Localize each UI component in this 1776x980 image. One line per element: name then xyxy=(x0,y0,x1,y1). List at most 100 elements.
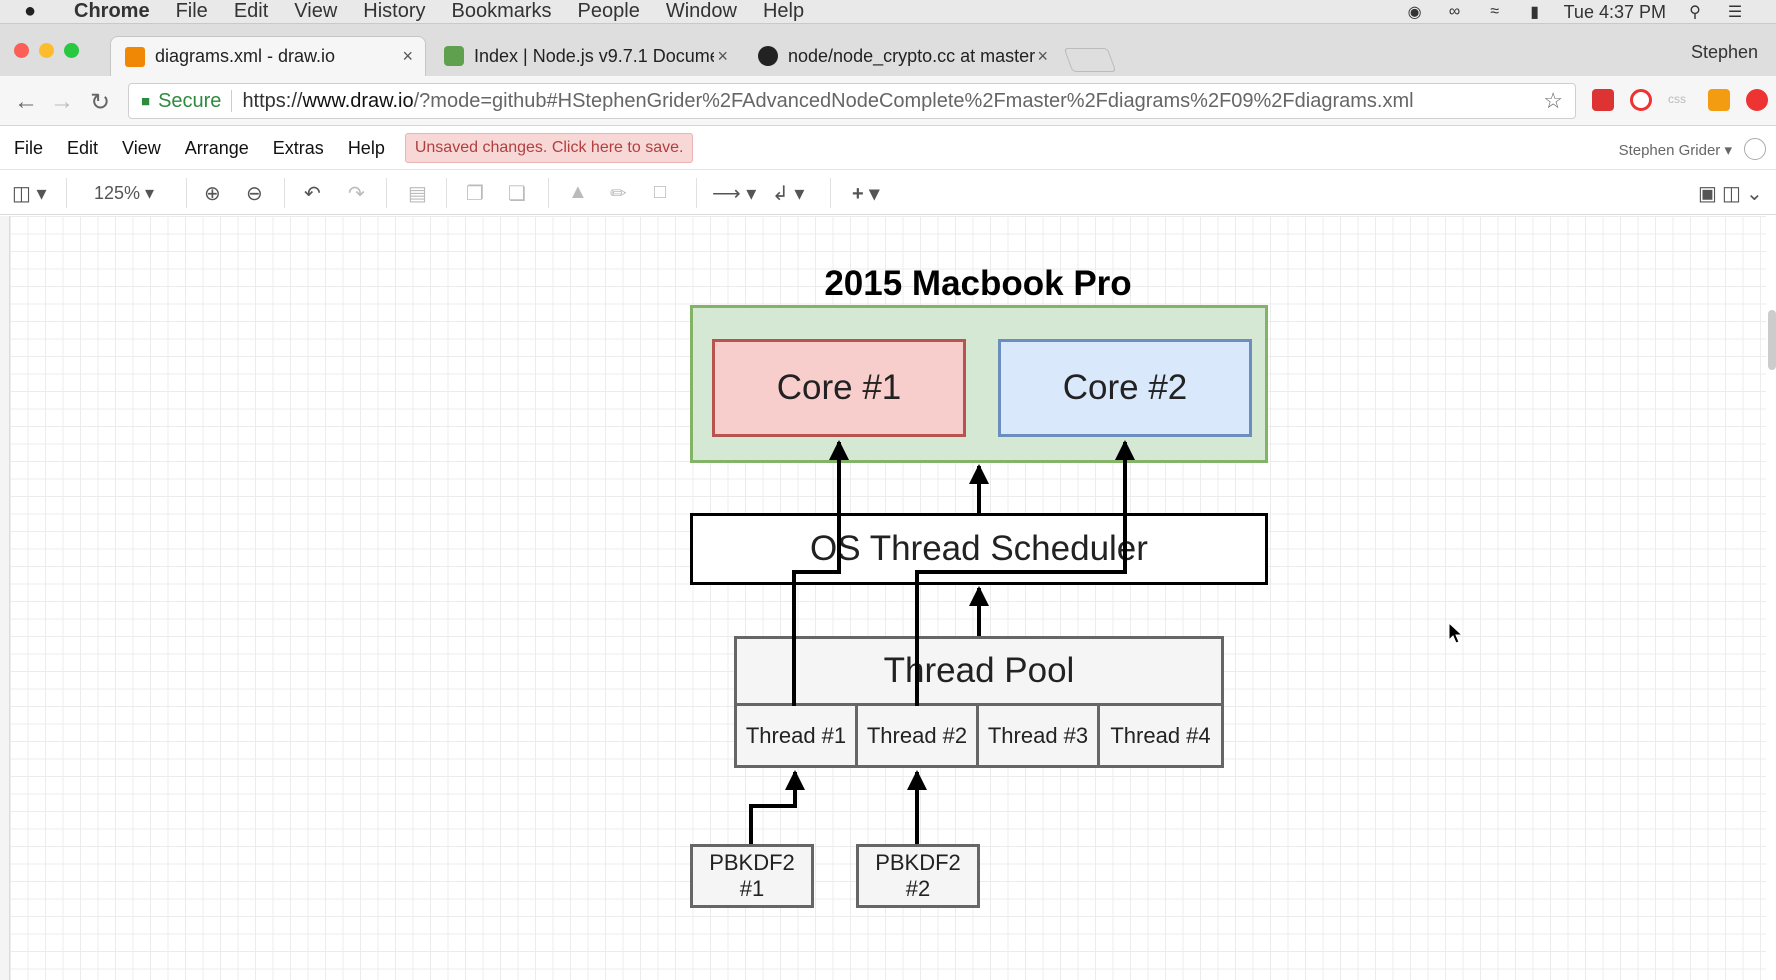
extension-red-icon[interactable] xyxy=(1746,89,1768,111)
pbkdf2-number: #1 xyxy=(739,876,765,901)
tab-nodejs-docs[interactable]: Index | Node.js v9.7.1 Documentation × xyxy=(430,36,740,76)
toolbar-divider xyxy=(386,178,387,208)
left-panel-edge[interactable] xyxy=(0,216,10,980)
toolbar-divider xyxy=(284,178,285,208)
user-menu[interactable]: Stephen Grider ▾ xyxy=(1618,142,1732,159)
mac-menu-file[interactable]: File xyxy=(175,0,208,22)
collapse-icon[interactable]: ⌄ xyxy=(1746,183,1763,205)
mac-menu-bookmarks[interactable]: Bookmarks xyxy=(451,0,552,22)
browser-tab-strip: diagrams.xml - draw.io × Index | Node.js… xyxy=(0,24,1776,76)
reload-icon[interactable]: ↻ xyxy=(90,89,111,116)
user-name: Stephen Grider xyxy=(1618,142,1721,159)
extension-opera-icon[interactable] xyxy=(1630,89,1652,111)
apple-icon[interactable]: ● xyxy=(23,0,37,22)
macos-app-menu: Chrome File Edit View History Bookmarks … xyxy=(60,0,817,23)
glasses-icon[interactable]: ∞ xyxy=(1448,3,1461,20)
drawio-menu-bar: File Edit View Arrange Extras Help Unsav… xyxy=(0,127,1776,169)
tab-close-icon[interactable]: × xyxy=(1037,45,1048,66)
fullscreen-icon[interactable]: ▣ xyxy=(1698,183,1717,205)
mac-menu-view[interactable]: View xyxy=(294,0,338,22)
macos-menu-bar: ● Chrome File Edit View History Bookmark… xyxy=(0,0,1776,24)
battery-icon[interactable]: ▮ xyxy=(1530,4,1540,21)
redo-icon[interactable]: ↷ xyxy=(348,183,365,205)
waypoints-icon[interactable]: ↲ ▾ xyxy=(772,183,805,205)
os-thread-scheduler-box[interactable]: OS Thread Scheduler xyxy=(690,513,1268,585)
extension-metamask-icon[interactable] xyxy=(1708,89,1730,111)
menu-help[interactable]: Help xyxy=(347,137,385,158)
minimize-window-button[interactable] xyxy=(39,43,54,58)
toggle-panel-icon[interactable]: ◫ xyxy=(1722,183,1741,205)
clock[interactable]: Tue 4:37 PM xyxy=(1563,1,1666,22)
close-window-button[interactable] xyxy=(14,43,29,58)
undo-icon[interactable]: ↶ xyxy=(304,183,321,205)
shadow-icon[interactable]: □ xyxy=(654,181,667,203)
to-front-icon[interactable]: ❐ xyxy=(466,183,484,205)
forward-arrow-icon[interactable]: → xyxy=(50,88,74,115)
new-tab-button[interactable] xyxy=(1063,48,1117,72)
mac-menu-people[interactable]: People xyxy=(577,0,640,22)
mac-menu-help[interactable]: Help xyxy=(762,0,805,22)
thread-3-box[interactable]: Thread #3 xyxy=(976,703,1100,768)
delete-icon[interactable]: ▤ xyxy=(408,183,427,205)
url-text[interactable]: https://www.draw.io/?mode=github#HStephe… xyxy=(242,90,1413,113)
line-color-icon[interactable]: ✏ xyxy=(610,183,627,205)
vertical-scrollbar[interactable] xyxy=(1768,310,1776,370)
mac-menu-window[interactable]: Window xyxy=(665,0,737,22)
menu-file[interactable]: File xyxy=(14,137,44,158)
pbkdf2-number: #2 xyxy=(905,876,931,901)
profile-name[interactable]: Stephen xyxy=(1690,42,1758,62)
pbkdf2-2-box[interactable]: PBKDF2 #2 xyxy=(856,844,980,908)
url-scheme: https:// xyxy=(242,89,303,112)
pbkdf2-1-box[interactable]: PBKDF2 #1 xyxy=(690,844,814,908)
toolbar-divider xyxy=(446,178,447,208)
core-1-box[interactable]: Core #1 xyxy=(712,339,966,437)
notification-center-icon[interactable]: ☰ xyxy=(1727,4,1743,21)
toolbar-divider xyxy=(66,178,67,208)
menu-extras[interactable]: Extras xyxy=(272,137,324,158)
github-favicon-icon xyxy=(758,46,778,66)
extension-css-icon[interactable]: css xyxy=(1668,92,1686,106)
thread-2-box[interactable]: Thread #2 xyxy=(855,703,979,768)
zoom-out-icon[interactable]: ⊖ xyxy=(246,183,263,205)
omnibox[interactable]: ■ Secure https://www.draw.io/?mode=githu… xyxy=(128,83,1576,119)
mac-menu-edit[interactable]: Edit xyxy=(233,0,269,22)
zoom-window-button[interactable] xyxy=(64,43,79,58)
extension-lastpass-icon[interactable] xyxy=(1592,89,1614,111)
zoom-in-icon[interactable]: ⊕ xyxy=(204,183,221,205)
url-host: www.draw.io xyxy=(302,89,414,112)
menu-view[interactable]: View xyxy=(122,137,161,158)
tab-close-icon[interactable]: × xyxy=(717,45,728,66)
window-controls xyxy=(14,43,79,58)
secure-label: Secure xyxy=(158,89,222,112)
bookmark-star-icon[interactable]: ☆ xyxy=(1543,88,1563,113)
zoom-select[interactable]: 125% ▾ xyxy=(94,183,155,203)
record-icon[interactable]: ◉ xyxy=(1407,4,1422,21)
menu-extras: ◉ ∞ ≈ ▮ Tue 4:37 PM ⚲ ☰ xyxy=(1404,0,1746,24)
core-2-box[interactable]: Core #2 xyxy=(998,339,1252,437)
spotlight-search-icon[interactable]: ⚲ xyxy=(1689,4,1701,21)
drawio-toolbar: ◫ ▾ 125% ▾ ⊕ ⊖ ↶ ↷ ▤ ❐ ❏ ▲ ✏ □ ⟶ ▾ ↲ ▾ +… xyxy=(0,169,1776,215)
to-back-icon[interactable]: ❏ xyxy=(508,183,526,205)
omnibox-divider xyxy=(231,90,233,112)
tab-close-icon[interactable]: × xyxy=(402,46,413,66)
format-panel-icon[interactable]: ◫ ▾ xyxy=(12,183,47,205)
menu-edit[interactable]: Edit xyxy=(67,137,99,158)
back-arrow-icon[interactable]: ← xyxy=(14,88,38,115)
thread-1-box[interactable]: Thread #1 xyxy=(734,703,858,768)
language-globe-icon[interactable] xyxy=(1744,138,1766,160)
thread-pool-box[interactable]: Thread Pool xyxy=(734,636,1224,706)
wifi-icon[interactable]: ≈ xyxy=(1490,3,1499,20)
insert-plus-icon[interactable]: + ▾ xyxy=(852,183,880,205)
connection-style-icon[interactable]: ⟶ ▾ xyxy=(712,183,757,205)
thread-4-box[interactable]: Thread #4 xyxy=(1097,703,1224,768)
tab-drawio[interactable]: diagrams.xml - draw.io × xyxy=(110,36,426,76)
menu-arrange[interactable]: Arrange xyxy=(184,137,249,158)
tab-title: Index | Node.js v9.7.1 Documentation xyxy=(474,45,714,66)
mac-menu-app[interactable]: Chrome xyxy=(74,0,150,22)
unsaved-changes-button[interactable]: Unsaved changes. Click here to save. xyxy=(404,133,694,163)
fill-color-icon[interactable]: ▲ xyxy=(568,181,588,203)
mac-menu-history[interactable]: History xyxy=(363,0,426,22)
pbkdf2-label: PBKDF2 xyxy=(875,850,961,875)
tab-github[interactable]: node/node_crypto.cc at master × xyxy=(744,36,1060,76)
diagram-title[interactable]: 2015 Macbook Pro xyxy=(824,264,1132,303)
